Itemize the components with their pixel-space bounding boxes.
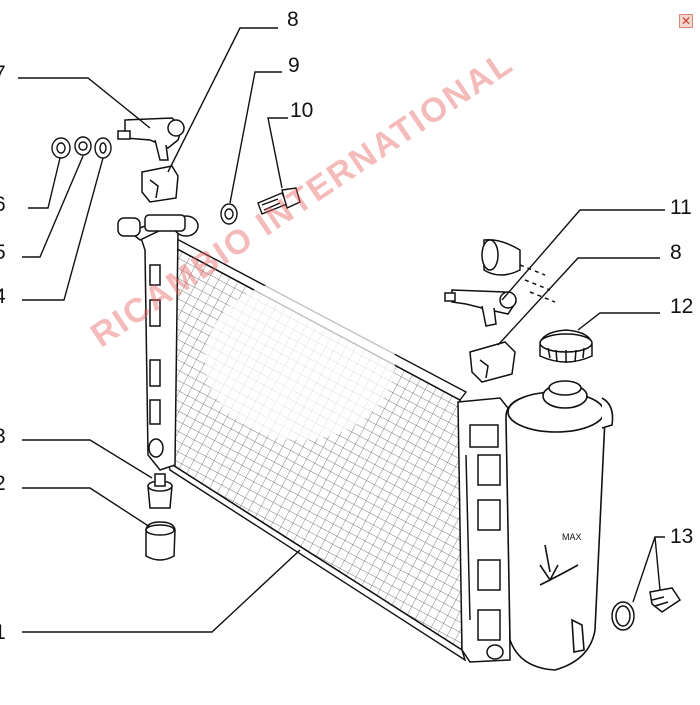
callout-3: 3	[0, 426, 6, 447]
callout-11: 11	[670, 196, 692, 219]
bolt-part-10	[257, 187, 301, 215]
sensor-parts-2-3	[145, 473, 176, 561]
callout-13: 13	[670, 525, 694, 548]
washer-part-9	[220, 203, 238, 225]
callout-7: 7	[0, 63, 6, 84]
callout-4: 4	[0, 286, 6, 307]
callout-8-top: 8	[287, 8, 299, 31]
callout-2: 2	[0, 473, 6, 494]
filler-cap-part-12	[539, 329, 593, 363]
callout-8-right: 8	[670, 241, 682, 264]
rubber-mount-part-8-left	[141, 165, 179, 203]
callout-12: 12	[670, 295, 694, 318]
callout-6: 6	[0, 194, 6, 215]
drain-plug-part-13	[611, 587, 682, 631]
close-icon[interactable]: ✕	[679, 14, 693, 28]
rubber-mount-part-8-right	[469, 341, 516, 383]
bracket-part-11	[444, 238, 556, 327]
bracket-part-7	[117, 117, 185, 161]
tank-max-marking: MAX	[562, 532, 582, 542]
radiator-core	[166, 237, 468, 662]
leader-lines	[18, 27, 665, 633]
left-side-tank	[117, 214, 199, 471]
callout-1: 1	[0, 622, 6, 643]
expansion-tank: MAX	[505, 380, 614, 671]
callout-9: 9	[288, 54, 300, 77]
fastener-parts-4-5-6	[51, 136, 112, 159]
callout-10: 10	[290, 99, 314, 122]
callout-5: 5	[0, 242, 6, 263]
right-side-tank	[457, 397, 511, 663]
